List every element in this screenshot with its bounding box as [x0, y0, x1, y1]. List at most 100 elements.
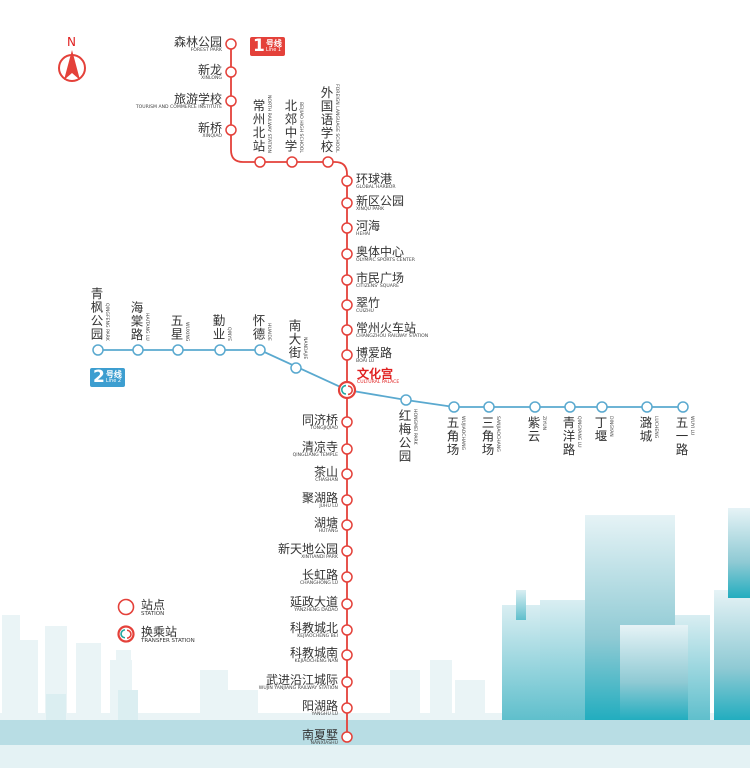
station-marker[interactable] [341, 571, 353, 583]
station-marker[interactable] [225, 124, 237, 136]
station-name-en: FOREST PARK [190, 48, 222, 53]
station-marker[interactable] [341, 624, 353, 636]
line-2-badge-cn: 号线 [105, 370, 122, 379]
station-name-en: CULTURAL PALACE [357, 380, 400, 385]
station-marker[interactable] [341, 299, 353, 311]
station-name-en: TONGJIQIAO [310, 426, 338, 431]
station-marker[interactable] [529, 401, 541, 413]
station-marker[interactable] [322, 156, 334, 168]
station-marker[interactable] [341, 324, 353, 336]
station-marker[interactable] [341, 175, 353, 187]
station-marker[interactable] [564, 401, 576, 413]
station-marker[interactable] [225, 38, 237, 50]
station-name-en: TOURISM AND COMMERCE INSTITUTE [135, 105, 222, 110]
station-marker[interactable] [225, 66, 237, 78]
station-marker[interactable] [341, 649, 353, 661]
station-marker[interactable] [341, 222, 353, 234]
station-marker[interactable] [132, 344, 144, 356]
station-marker[interactable] [341, 349, 353, 361]
station-marker[interactable] [341, 598, 353, 610]
station-name-cn: 五星 [168, 314, 184, 341]
station-name-cn: 科教城北 [289, 621, 338, 635]
station-name-cn: 科教城南 [289, 646, 338, 660]
station-marker[interactable] [341, 443, 353, 455]
station-name-cn: 武进沿江城际 [265, 673, 338, 687]
station-marker[interactable] [341, 248, 353, 260]
station-marker[interactable] [596, 401, 608, 413]
station-marker[interactable] [254, 156, 266, 168]
station-marker[interactable] [172, 344, 184, 356]
station-marker[interactable] [677, 401, 689, 413]
station-name-cn: 新天地公园 [277, 542, 338, 556]
station-marker[interactable] [483, 401, 495, 413]
station-marker[interactable] [341, 731, 353, 743]
line-2-badge-number: 2 [93, 367, 105, 387]
station-marker[interactable] [448, 401, 460, 413]
station-marker[interactable] [341, 416, 353, 428]
station-marker[interactable] [341, 702, 353, 714]
station-marker[interactable] [225, 95, 237, 107]
station-marker[interactable] [341, 545, 353, 557]
station-marker[interactable] [341, 519, 353, 531]
station-name-en: WUXING [184, 321, 190, 341]
station-marker[interactable] [341, 468, 353, 480]
station-marker[interactable] [341, 676, 353, 688]
station-marker[interactable] [214, 344, 226, 356]
station-marker[interactable] [341, 274, 353, 286]
station-marker[interactable] [254, 344, 266, 356]
station-marker[interactable] [341, 494, 353, 506]
station-marker[interactable] [92, 344, 104, 356]
station-marker[interactable] [286, 156, 298, 168]
station-name-en: CUIZHU [356, 309, 374, 314]
station-marker[interactable] [400, 394, 412, 406]
station-marker[interactable] [290, 362, 302, 374]
station-marker[interactable] [341, 197, 353, 209]
station-name-cn: 旅游学校 [173, 92, 222, 106]
transfer-station-icon[interactable] [337, 380, 357, 400]
station-marker[interactable] [641, 401, 653, 413]
